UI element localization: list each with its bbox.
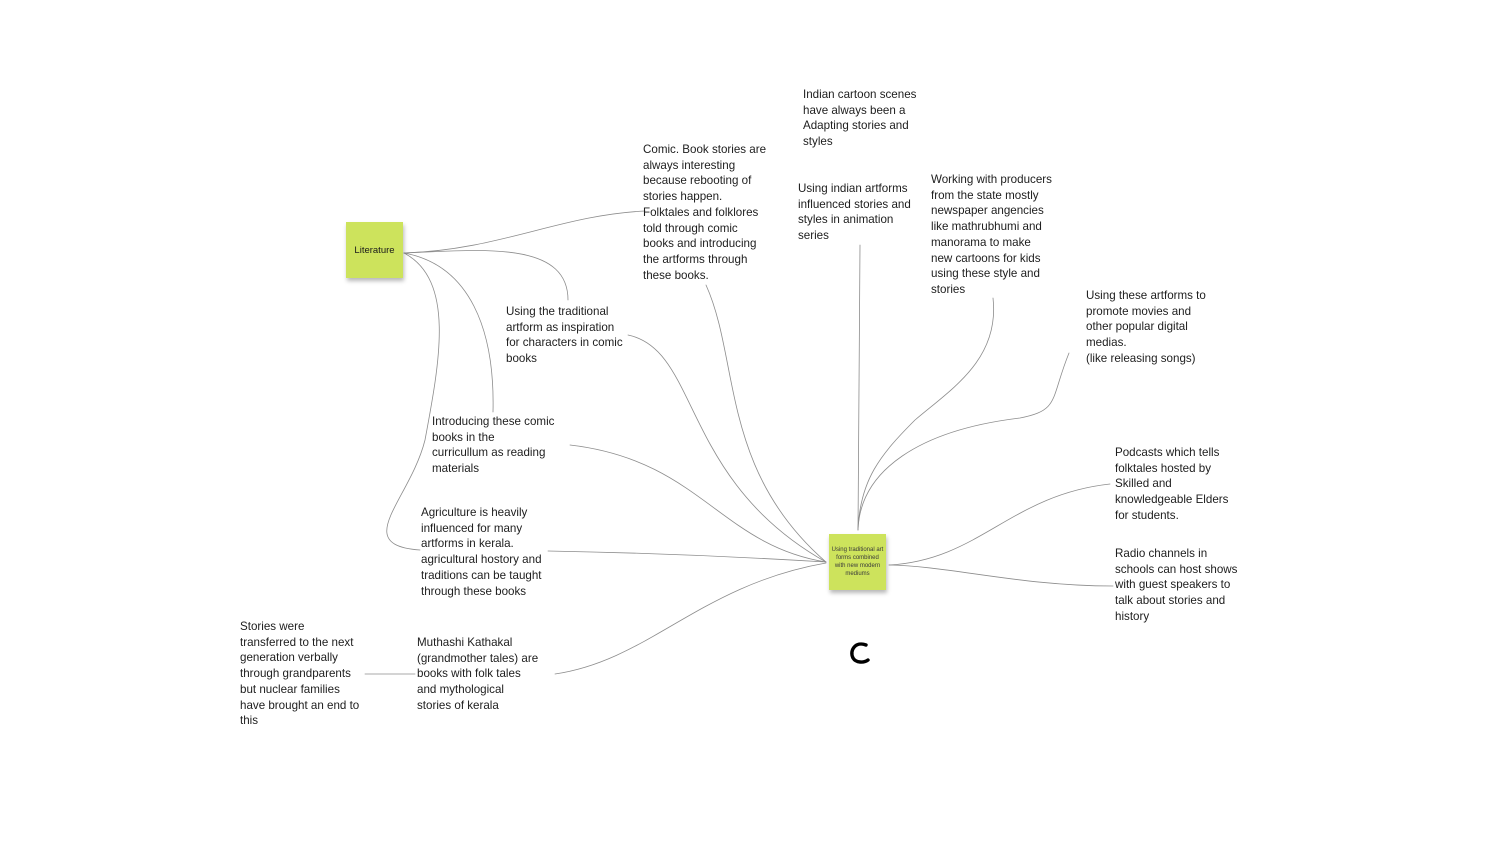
sticky-note-literature[interactable]: Literature — [346, 222, 403, 278]
connector-agriculture-center — [547, 550, 827, 563]
note-producers[interactable]: Working with producers from the state mo… — [931, 173, 1052, 296]
sticky-note-center-topic[interactable]: Using traditional art forms combined wit… — [829, 534, 886, 590]
connector-animation-center — [857, 244, 861, 531]
connector-promote-movies-center — [857, 352, 1070, 531]
connector-literature-curriculum — [403, 252, 494, 413]
connector-podcasts-center — [888, 483, 1111, 566]
connector-literature-traditional-inspiration — [403, 250, 569, 301]
note-muthashi-kathakal[interactable]: Muthashi Kathakal (grandmother tales) ar… — [417, 636, 539, 712]
connector-literature-comic-book — [403, 210, 646, 254]
marker-stroke — [850, 642, 870, 664]
note-traditional-inspiration[interactable]: Using the traditional artform as inspira… — [506, 305, 623, 366]
connector-comic-book-center — [705, 284, 827, 563]
connector-traditional-inspiration-center — [627, 334, 827, 563]
sticky-center-label: Using traditional art forms combined wit… — [831, 547, 884, 577]
note-curriculum[interactable]: Introducing these comic books in the cur… — [432, 415, 555, 476]
note-promote-movies[interactable]: Using these artforms to promote movies a… — [1086, 289, 1206, 365]
note-agriculture[interactable]: Agriculture is heavily influenced for ma… — [421, 506, 542, 598]
note-stories-verbal[interactable]: Stories were transferred to the next gen… — [240, 620, 360, 728]
sticky-literature-label: Literature — [354, 244, 395, 256]
connector-curriculum-center — [569, 444, 827, 563]
note-podcasts[interactable]: Podcasts which tells folktales hosted by… — [1115, 446, 1229, 522]
note-indian-cartoon[interactable]: Indian cartoon scenes have always been a… — [803, 88, 917, 149]
note-radio-channels[interactable]: Radio channels in schools can host shows… — [1115, 547, 1238, 623]
connector-radio-center — [888, 564, 1114, 587]
connector-muthashi-center — [554, 562, 827, 675]
connector-producers-center — [857, 297, 995, 531]
note-comic-book-stories[interactable]: Comic. Book stories are always interesti… — [643, 143, 767, 282]
note-indian-artforms-animation[interactable]: Using indian artforms influenced stories… — [798, 182, 911, 243]
